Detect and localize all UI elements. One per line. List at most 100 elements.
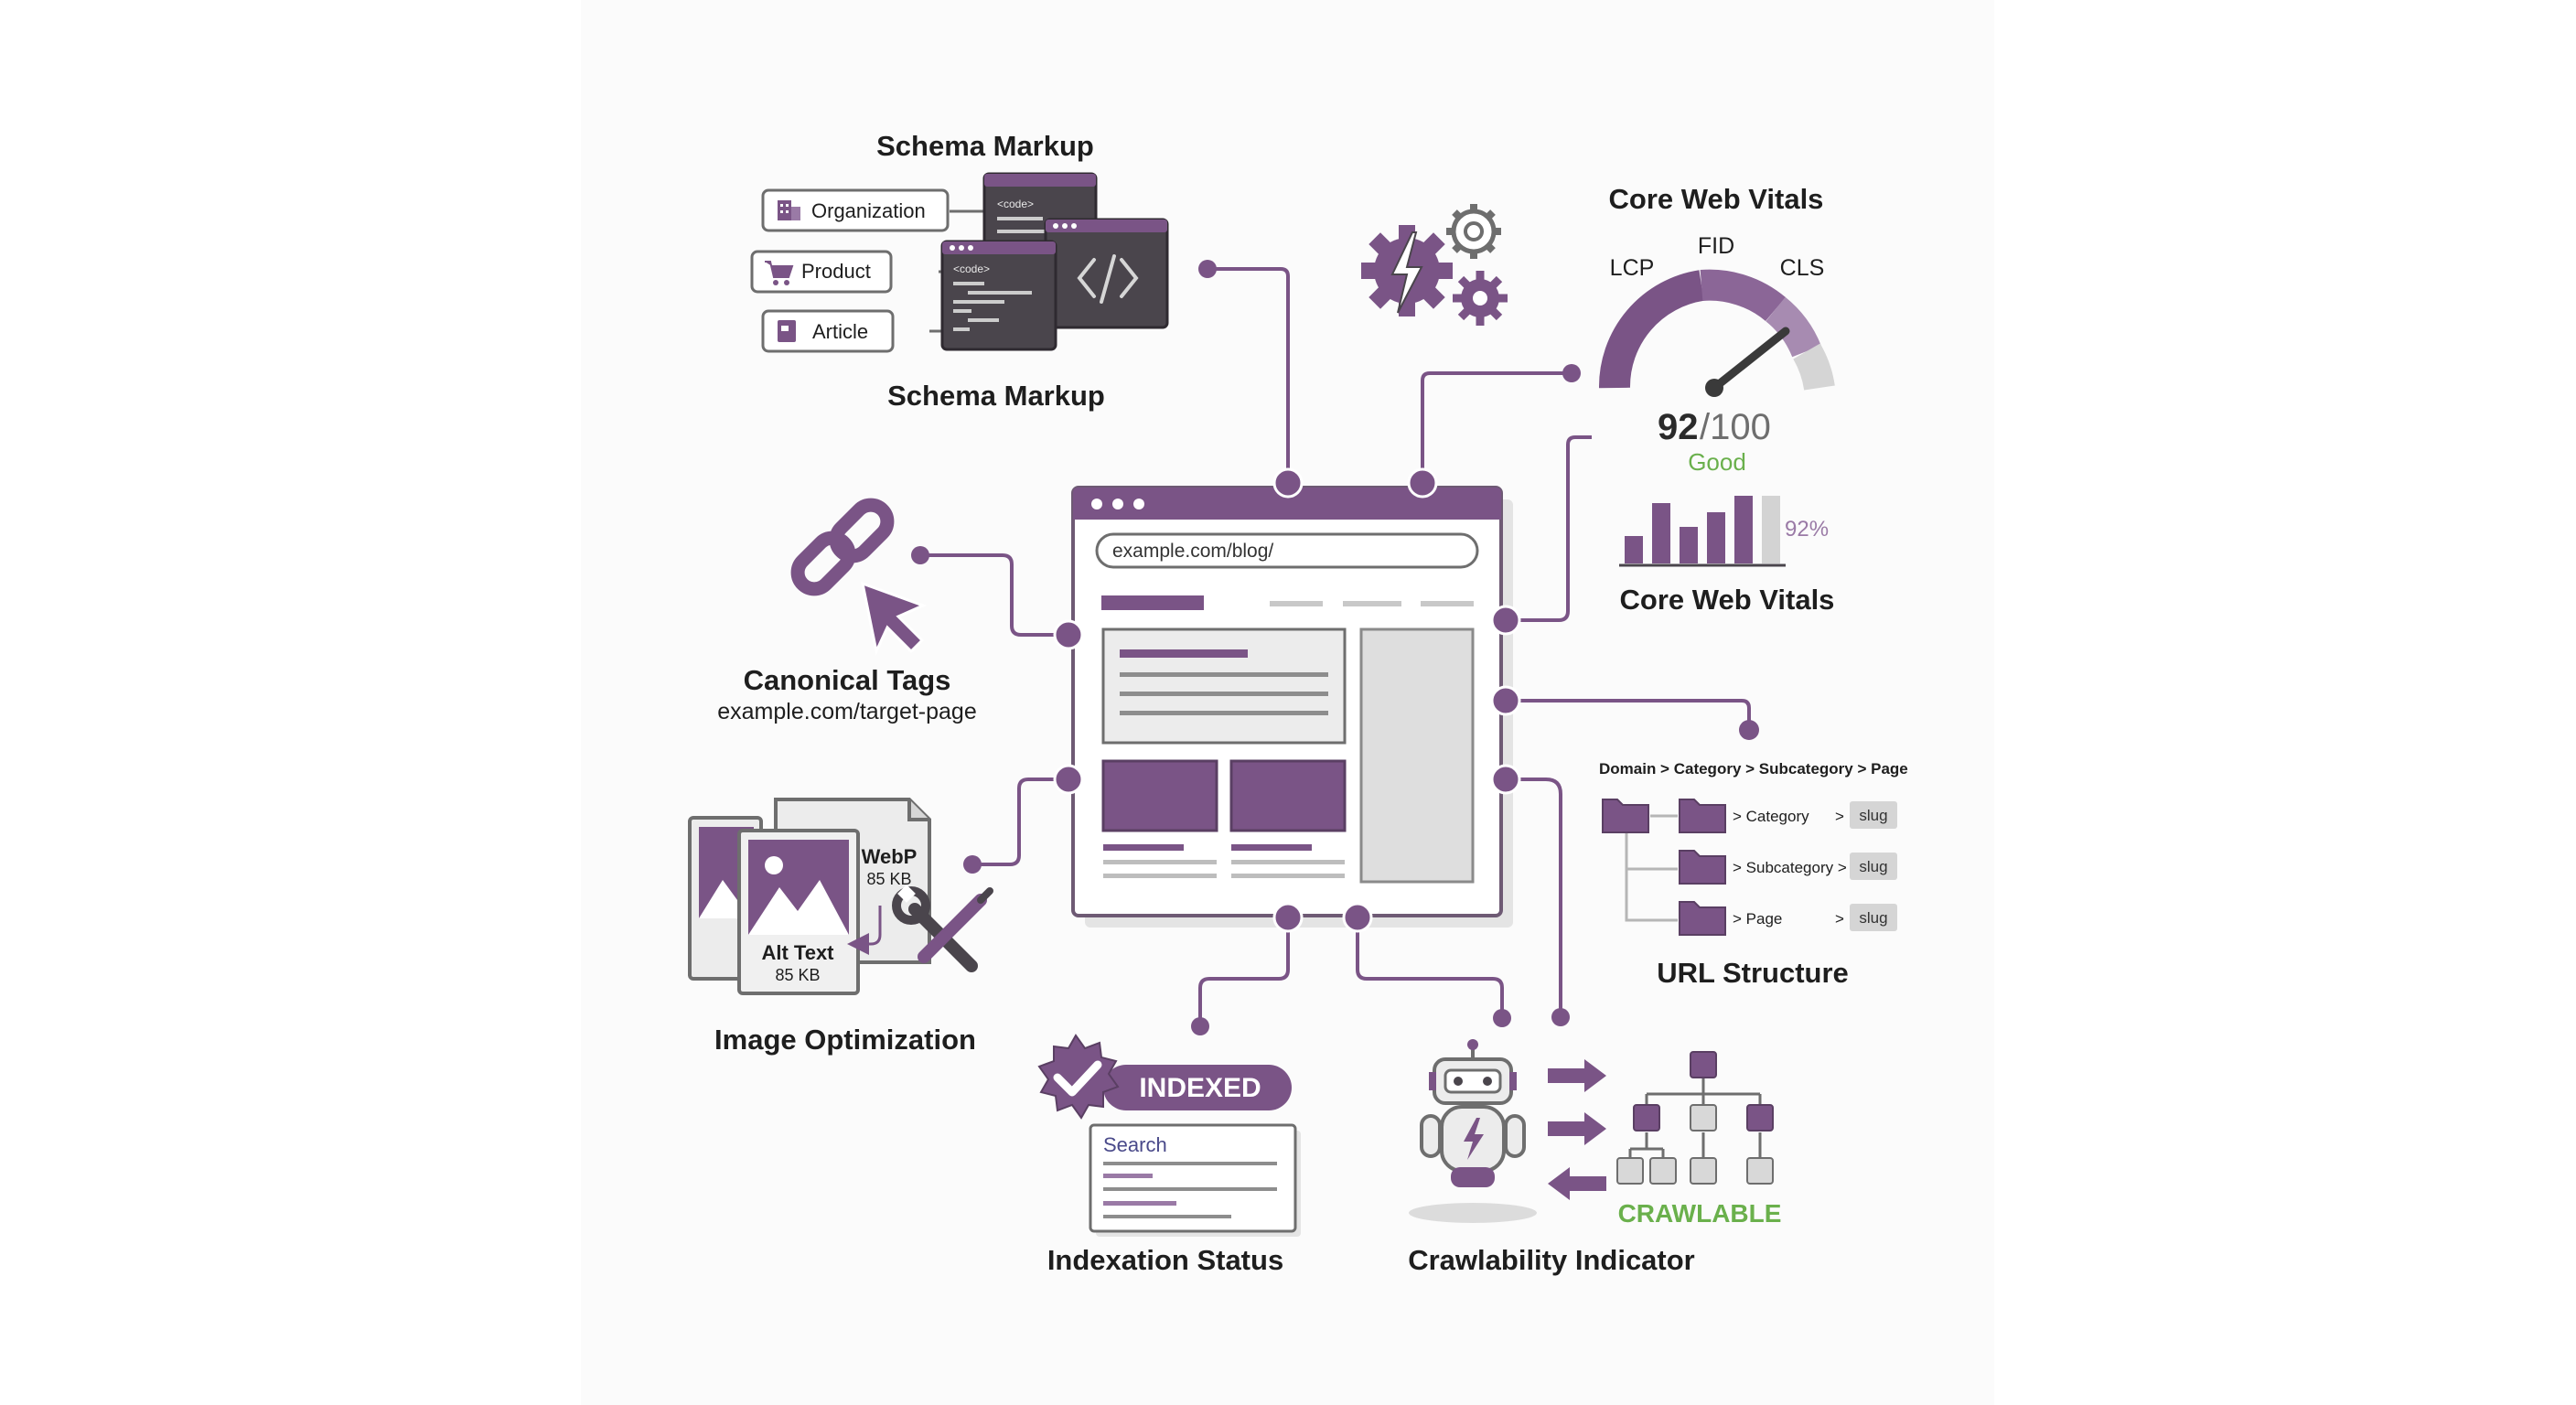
code-tag-label: <code> xyxy=(997,198,1034,210)
image-file-front-icon: Alt Text 85 KB xyxy=(737,829,860,995)
wrench-screwdriver-icon xyxy=(892,885,993,972)
cursor-arrow-icon xyxy=(860,581,928,656)
folder-icon xyxy=(1679,901,1726,936)
card-image xyxy=(1229,759,1347,832)
slug-label: slug xyxy=(1859,807,1887,824)
verified-seal-icon xyxy=(1037,1034,1120,1120)
gauge-label-lcp: LCP xyxy=(1610,255,1655,281)
url-structure-title: URL Structure xyxy=(1657,957,1849,989)
speed-gauge xyxy=(1598,269,1835,397)
vitals-title-top: Core Web Vitals xyxy=(1609,183,1824,215)
shopping-cart-icon xyxy=(765,261,794,285)
gauge-label-cls: CLS xyxy=(1780,255,1825,281)
connector-canonical xyxy=(920,553,1070,637)
crawlability-title: Crawlability Indicator xyxy=(1408,1244,1695,1276)
page-logo-bar xyxy=(1101,595,1204,610)
slug-chip xyxy=(1850,853,1897,880)
connector-schema xyxy=(1208,267,1290,483)
browser-titlebar xyxy=(1073,488,1501,520)
connector-image xyxy=(972,778,1070,866)
url-row-arrow: > xyxy=(1835,910,1844,928)
card-image xyxy=(1101,759,1218,832)
search-label: Search xyxy=(1103,1133,1167,1156)
window-dot xyxy=(1133,499,1144,509)
slug-chip xyxy=(1850,801,1897,829)
crawlability-section: CRAWLABLE Crawlability Indicator xyxy=(1408,1039,1781,1276)
schema-title-bottom: Schema Markup xyxy=(887,380,1105,412)
code-tag-label: <code> xyxy=(953,263,990,275)
search-result-card: Search xyxy=(1089,1123,1301,1237)
code-panel-right xyxy=(1044,218,1169,329)
connector-nodes xyxy=(911,260,1759,1035)
site-tree-icon xyxy=(1616,1051,1774,1185)
connector-url xyxy=(1506,699,1751,730)
code-panel-front: <code> xyxy=(940,240,1057,351)
schema-tag-label: Organization xyxy=(811,199,926,222)
indexed-badge: INDEXED xyxy=(1103,1065,1292,1110)
alt-size: 85 KB xyxy=(775,966,820,984)
url-row-label: > Category xyxy=(1733,808,1809,825)
url-structure-section: Domain > Category > Subcategory > Page >… xyxy=(1599,760,1908,989)
indexation-title: Indexation Status xyxy=(1047,1244,1283,1276)
indexed-badge-label: INDEXED xyxy=(1139,1073,1261,1103)
document-icon xyxy=(778,320,796,342)
image-optimization-title: Image Optimization xyxy=(714,1024,976,1056)
canonical-tags-section: Canonical Tags example.com/target-page xyxy=(717,498,977,724)
performance-gears-icon xyxy=(1361,204,1508,326)
schema-tag-organization[interactable]: Organization xyxy=(761,188,950,232)
indexation-section: Search INDEXED Indexation Status xyxy=(1037,1034,1301,1276)
schema-tag-label: Product xyxy=(801,260,871,283)
folder-icon xyxy=(1679,850,1726,885)
gauge-needle xyxy=(1710,327,1790,392)
schema-tag-label: Article xyxy=(812,320,868,343)
url-tree-lines xyxy=(1625,814,1678,922)
slug-label: slug xyxy=(1859,909,1887,927)
folder-icon xyxy=(1602,799,1649,833)
vitals-score-max: /100 xyxy=(1700,407,1771,447)
vitals-score: 92 xyxy=(1658,407,1699,447)
vitals-status: Good xyxy=(1688,448,1746,476)
connector-crawl xyxy=(1356,917,1504,1018)
schema-tag-product[interactable]: Product xyxy=(750,250,893,294)
vitals-bar-chart xyxy=(1619,496,1786,567)
schema-markup-section: Schema Markup Schema Markup <code> <code… xyxy=(750,130,1169,412)
connector-crawl-right xyxy=(1506,778,1562,1017)
schema-tag-article[interactable]: Article xyxy=(761,309,895,353)
core-web-vitals-section: Core Web Vitals LCP FID CLS 92 /100 Good… xyxy=(1598,183,1835,616)
canonical-url: example.com/target-page xyxy=(717,699,976,724)
connector-vitals-bars xyxy=(1506,435,1592,622)
alt-text-label: Alt Text xyxy=(761,941,834,964)
url-breadcrumb: Domain > Category > Subcategory > Page xyxy=(1599,760,1908,778)
connector-vitals xyxy=(1421,371,1572,483)
code-brackets-icon xyxy=(1077,254,1139,304)
slug-label: slug xyxy=(1859,858,1887,875)
sidebar-block xyxy=(1359,627,1475,884)
connectors xyxy=(920,267,1751,1026)
gauge-label-fid: FID xyxy=(1698,233,1734,259)
webp-size: 85 KB xyxy=(866,870,911,888)
vitals-title-bottom: Core Web Vitals xyxy=(1620,584,1835,616)
robot-shadow xyxy=(1409,1203,1537,1223)
window-dot xyxy=(1112,499,1123,509)
building-icon xyxy=(778,200,800,220)
robot-icon xyxy=(1420,1039,1526,1187)
address-bar-url: example.com/blog/ xyxy=(1112,541,1273,562)
resize-arrow xyxy=(847,906,882,955)
link-chain-icon xyxy=(790,498,895,596)
folder-icon xyxy=(1679,799,1726,833)
window-dot xyxy=(1091,499,1102,509)
image-optimization-section: WebP 85 KB Alt Text 85 KB Image Optimiza… xyxy=(688,798,993,1056)
browser-window: example.com/blog/ xyxy=(1071,486,1513,928)
url-row-arrow: > xyxy=(1835,808,1844,825)
webp-label: WebP xyxy=(862,845,918,868)
schema-title-top: Schema Markup xyxy=(876,130,1094,162)
url-row-label: > Page xyxy=(1733,910,1782,928)
canonical-title: Canonical Tags xyxy=(744,664,951,696)
crawlable-status: CRAWLABLE xyxy=(1618,1199,1782,1228)
hero-content-block xyxy=(1101,627,1347,745)
address-bar[interactable] xyxy=(1095,532,1479,569)
slug-chip xyxy=(1850,904,1897,931)
vitals-bar-percent: 92% xyxy=(1785,517,1829,542)
